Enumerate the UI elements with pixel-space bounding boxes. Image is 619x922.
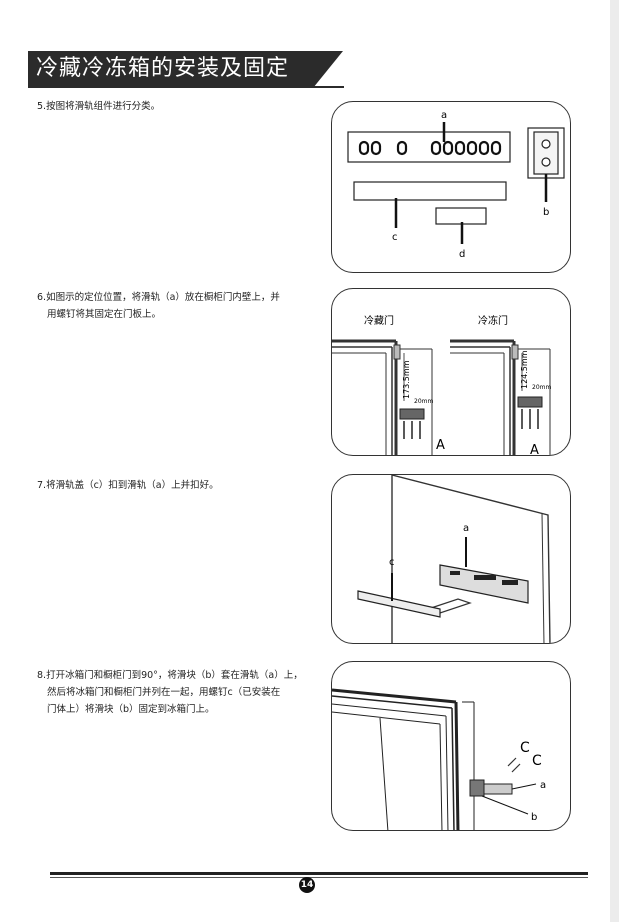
fridge-rail	[399, 408, 425, 420]
figure-cover-snap: a c	[331, 474, 571, 644]
label-a: a	[463, 523, 469, 534]
page-number: 14	[299, 877, 315, 893]
fridge-gap-value: 20mm	[414, 398, 433, 405]
slide-rail-a	[483, 783, 513, 795]
label-b: b	[531, 812, 537, 823]
figure-positioning-drawing: 冷藏门 冷冻门 173.5mm 20mm A	[332, 314, 551, 456]
label-c-1: C	[520, 740, 530, 756]
fridge-dim-value: 173.5mm	[402, 360, 411, 399]
freezer-rail	[517, 396, 543, 408]
slide-rail-slots	[358, 140, 502, 156]
figure-rail-components: a b c d	[331, 101, 571, 273]
step-8-line-1: 8.打开冰箱门和橱柜门到90°，将滑块（b）套在滑轨（a）上，	[37, 670, 303, 681]
step-7-text: 7.将滑轨盖（c）扣到滑轨（a）上并扣好。	[37, 477, 317, 494]
door-edge	[541, 512, 545, 643]
cabinet-door-panel	[391, 475, 551, 643]
footer-rule-thin	[50, 877, 588, 878]
freezer-dim-value: 124.5mm	[520, 350, 529, 389]
section-title-underline	[28, 86, 344, 88]
slider-cover-d	[435, 207, 487, 225]
slider-block-b	[469, 779, 485, 797]
figure-cover-snap-drawing: a c	[357, 475, 551, 643]
label-c: c	[389, 557, 395, 568]
label-c: c	[392, 232, 398, 243]
fridge-door-title: 冷藏门	[364, 314, 394, 327]
step-8-line-3: 门体上）将滑块（b）固定到冰箱门上。	[47, 704, 215, 715]
screws-c	[507, 757, 521, 773]
fridge-view-mark: A	[436, 438, 445, 453]
slider-block-b	[527, 127, 565, 179]
rail-slots	[450, 571, 518, 585]
section-title: 冷藏冷冻箱的安装及固定	[28, 51, 343, 86]
label-b: b	[543, 207, 549, 218]
label-b-leader	[481, 795, 529, 815]
label-d: d	[459, 249, 465, 260]
fridge-screws	[403, 421, 421, 439]
step-6-line-1: 6.如图示的定位位置，将滑轨（a）放在橱柜门内壁上，并	[37, 292, 280, 303]
slide-rail-a	[347, 131, 511, 163]
freezer-view-mark: A	[530, 443, 539, 456]
step-5-text: 5.按图将滑轨组件进行分类。	[37, 98, 317, 115]
label-a: a	[441, 110, 447, 121]
figure-slider-mount: C C a b	[331, 661, 571, 831]
freezer-door-frame	[450, 339, 551, 455]
label-a: a	[540, 780, 546, 791]
freezer-door-title: 冷冻门	[478, 314, 508, 327]
step-5-line: 5.按图将滑轨组件进行分类。	[37, 101, 161, 112]
step-8-text: 8.打开冰箱门和橱柜门到90°，将滑块（b）套在滑轨（a）上， 然后将冰箱门和橱…	[37, 667, 317, 718]
slide-rail-a	[439, 564, 529, 604]
label-c-2: C	[532, 753, 542, 769]
figure-positioning: 冷藏门 冷冻门 173.5mm 20mm A	[331, 288, 571, 456]
figure-rail-components-drawing: a b c d	[347, 110, 565, 260]
fridge-door-frame	[332, 339, 433, 455]
label-a-leader	[511, 783, 537, 790]
step-7-line: 7.将滑轨盖（c）扣到滑轨（a）上并扣好。	[37, 480, 219, 491]
page-edge-shade	[610, 0, 619, 922]
fridge-door-corner	[332, 688, 475, 830]
rail-cover-c	[353, 181, 507, 201]
freezer-gap-value: 20mm	[532, 384, 551, 391]
rail-cover-c	[357, 590, 441, 618]
freezer-screws	[521, 409, 539, 429]
step-6-text: 6.如图示的定位位置，将滑轨（a）放在橱柜门内壁上，并 用螺钉将其固定在门板上。	[37, 289, 317, 323]
step-8-line-2: 然后将冰箱门和橱柜门并列在一起，用螺钉c（已安装在	[47, 687, 281, 698]
figure-slider-mount-drawing: C C a b	[332, 688, 546, 830]
footer-rule	[50, 872, 588, 875]
step-6-line-2: 用螺钉将其固定在门板上。	[47, 309, 162, 320]
